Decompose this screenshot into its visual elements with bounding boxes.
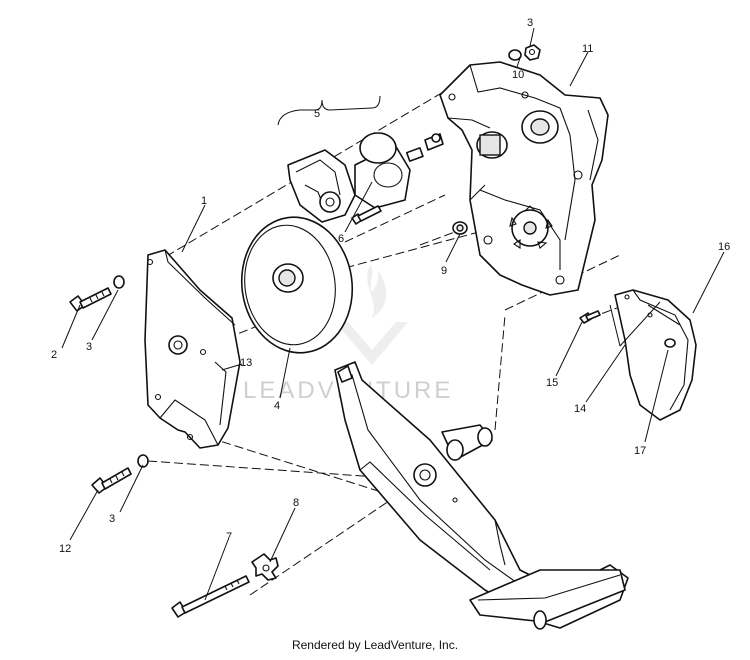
star-nut-part-8 [251, 553, 279, 581]
leader-lines [61, 27, 725, 601]
callout-13: 13 [240, 357, 252, 369]
callout-16: 16 [718, 241, 730, 253]
callout-17: 17 [634, 445, 646, 457]
callout-9: 9 [441, 265, 447, 277]
belt-cover [579, 289, 697, 421]
callout-12: 12 [59, 543, 71, 555]
callout-3-top: 3 [527, 17, 533, 29]
bolt-part-2 [69, 275, 125, 312]
clutch-assembly [287, 132, 444, 223]
callout-3-bottom: 3 [109, 513, 115, 525]
watermark-logo [335, 265, 408, 365]
tractor-frame [334, 361, 629, 630]
callout-3-left: 3 [86, 341, 92, 353]
callout-6: 6 [338, 233, 344, 245]
spacer-part-9 [452, 221, 468, 235]
callout-15: 15 [546, 377, 558, 389]
callout-14: 14 [574, 403, 586, 415]
drive-pulley [240, 216, 354, 354]
nut-washer-top [508, 44, 541, 61]
callout-11: 11 [582, 43, 593, 55]
callout-1: 1 [201, 195, 207, 207]
callout-4: 4 [274, 400, 280, 412]
bolt-part-6 [351, 205, 382, 225]
callout-2: 2 [51, 349, 57, 361]
gearbox-housing [439, 61, 609, 296]
callout-8: 8 [293, 497, 299, 509]
bolt-part-12 [91, 454, 149, 494]
credit-text: Rendered by LeadVenture, Inc. [291, 638, 459, 652]
callout-7: 7 [226, 531, 232, 543]
bolt-part-7 [171, 575, 250, 618]
callout-10: 10 [512, 69, 524, 81]
mounting-plate [144, 249, 241, 449]
callout-5: 5 [314, 108, 320, 120]
